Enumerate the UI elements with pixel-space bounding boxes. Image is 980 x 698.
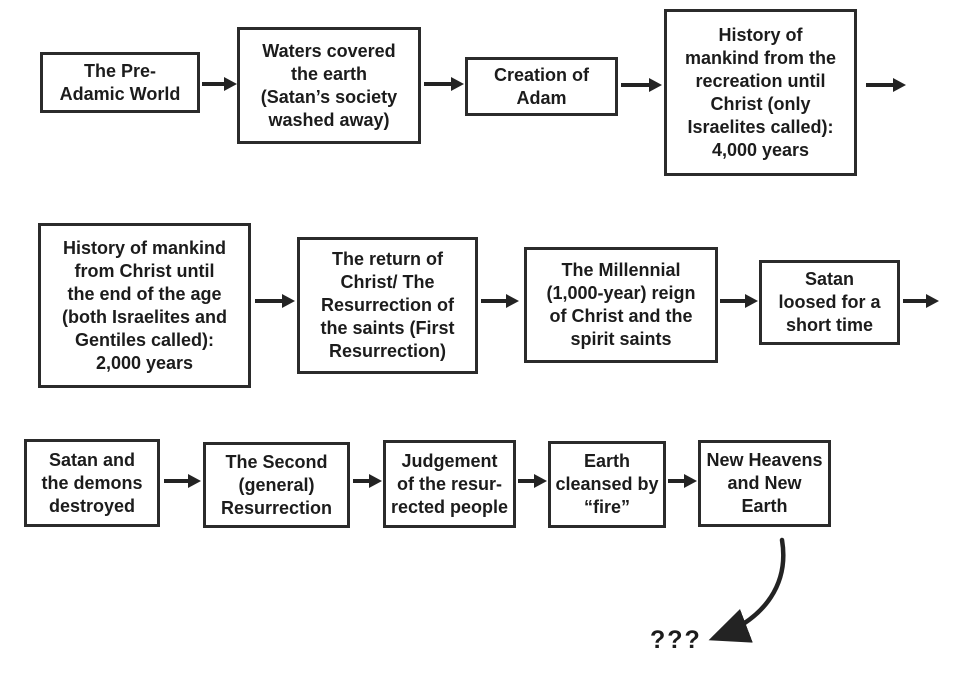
flow-arrow-row-continuation-icon (866, 77, 906, 93)
flow-box-creation-of-adam: Creation of Adam (465, 57, 618, 116)
flow-box-label: The Pre- Adamic World (59, 60, 181, 104)
flow-box-label: Satan loosed for a short time (778, 269, 881, 335)
flow-box-label: Judgement of the resur- rected people (390, 450, 509, 517)
flow-box-label: History of mankind from Christ until the… (61, 237, 228, 373)
flow-box-label: Waters covered the earth (Satan’s societ… (260, 40, 398, 130)
flow-box-earth-cleansed-by-fire: Earth cleansed by “fire” (548, 441, 666, 528)
flow-box-mankind-christ-to-end-of-age: History of mankind from Christ until the… (38, 223, 251, 388)
flow-box-label: Creation of Adam (493, 64, 589, 108)
flow-box-satan-demons-destroyed: Satan and the demons destroyed (24, 439, 160, 527)
flow-arrow-curved-icon (708, 537, 786, 643)
flow-box-label: Satan and the demons destroyed (41, 449, 143, 516)
flow-box-waters-covered-earth: Waters covered the earth (Satan’s societ… (237, 27, 421, 144)
flow-arrow-right-icon (720, 293, 758, 309)
flow-box-label: The return of Christ/ The Resurrection o… (320, 249, 455, 361)
flow-box-pre-adamic-world: The Pre- Adamic World (40, 52, 200, 113)
flow-box-second-resurrection: The Second (general) Resurrection (203, 442, 350, 528)
flow-arrow-right-icon (621, 77, 662, 93)
flow-box-new-heavens-new-earth: New Heavens and New Earth (698, 440, 831, 527)
flow-box-mankind-recreation-to-christ: History of mankind from the recreation u… (664, 9, 857, 176)
flow-box-return-of-christ-first-resurrection: The return of Christ/ The Resurrection o… (297, 237, 478, 374)
flow-box-judgement-resurrected: Judgement of the resur- rected people (383, 440, 516, 528)
flow-box-satan-loosed: Satan loosed for a short time (759, 260, 900, 345)
flow-arrow-row-continuation-icon (903, 293, 939, 309)
flow-box-label: Earth cleansed by “fire” (555, 451, 659, 517)
flow-box-label: The Millennial (1,000-year) reign of Chr… (546, 260, 696, 349)
flow-box-label: The Second (general) Resurrection (220, 451, 333, 518)
flow-arrow-right-icon (424, 76, 464, 92)
flow-arrow-right-icon (255, 293, 295, 309)
flow-arrow-right-icon (164, 473, 201, 489)
flow-arrow-right-icon (481, 293, 519, 309)
flow-arrow-right-icon (202, 76, 237, 92)
flow-arrow-right-icon (668, 473, 697, 489)
unknown-future-label: ??? (650, 626, 702, 654)
flow-box-millennial-reign: The Millennial (1,000-year) reign of Chr… (524, 247, 718, 363)
flow-box-label: New Heavens and New Earth (706, 450, 823, 516)
flow-arrow-right-icon (518, 473, 547, 489)
flow-arrow-right-icon (353, 473, 382, 489)
flow-box-label: History of mankind from the recreation u… (684, 24, 836, 160)
